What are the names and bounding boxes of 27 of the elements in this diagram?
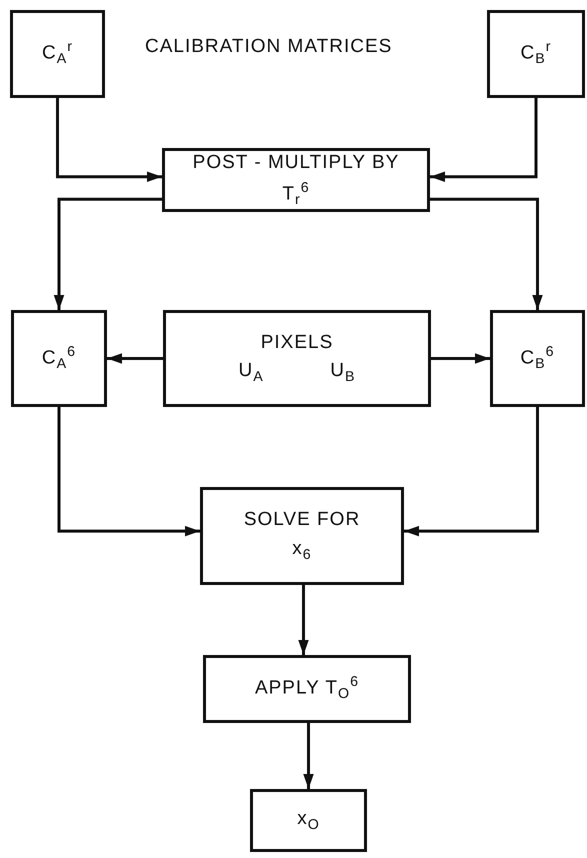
process-box (200, 487, 404, 585)
process-box (10, 10, 105, 98)
arrow (56, 98, 162, 182)
arrow (431, 353, 490, 364)
process-box (250, 789, 367, 852)
box-text: PIXELS (260, 330, 334, 355)
arrow (430, 98, 538, 182)
process-box (11, 310, 107, 407)
arrow (54, 198, 162, 310)
arrow (303, 723, 314, 789)
arrow (430, 198, 543, 310)
math-symbol: U$_{A}$ (238, 359, 264, 387)
process-box (487, 10, 585, 98)
box-text: POST - MULTIPLY BY (192, 151, 400, 175)
arrow (298, 585, 309, 655)
math-symbol: x$_{6}$ (292, 536, 312, 564)
process-box (203, 655, 411, 723)
process-box (162, 148, 430, 212)
arrow (58, 407, 200, 536)
arrow (107, 353, 163, 364)
box-text: SOLVE FOR (244, 508, 360, 532)
process-box (490, 310, 585, 407)
heading-label: CALIBRATION MATRICES (145, 36, 392, 58)
process-box (163, 310, 431, 407)
arrow (404, 407, 539, 536)
math-symbol: U$_{B}$ (330, 359, 356, 387)
box-text: x$_{O}$ (297, 806, 320, 835)
